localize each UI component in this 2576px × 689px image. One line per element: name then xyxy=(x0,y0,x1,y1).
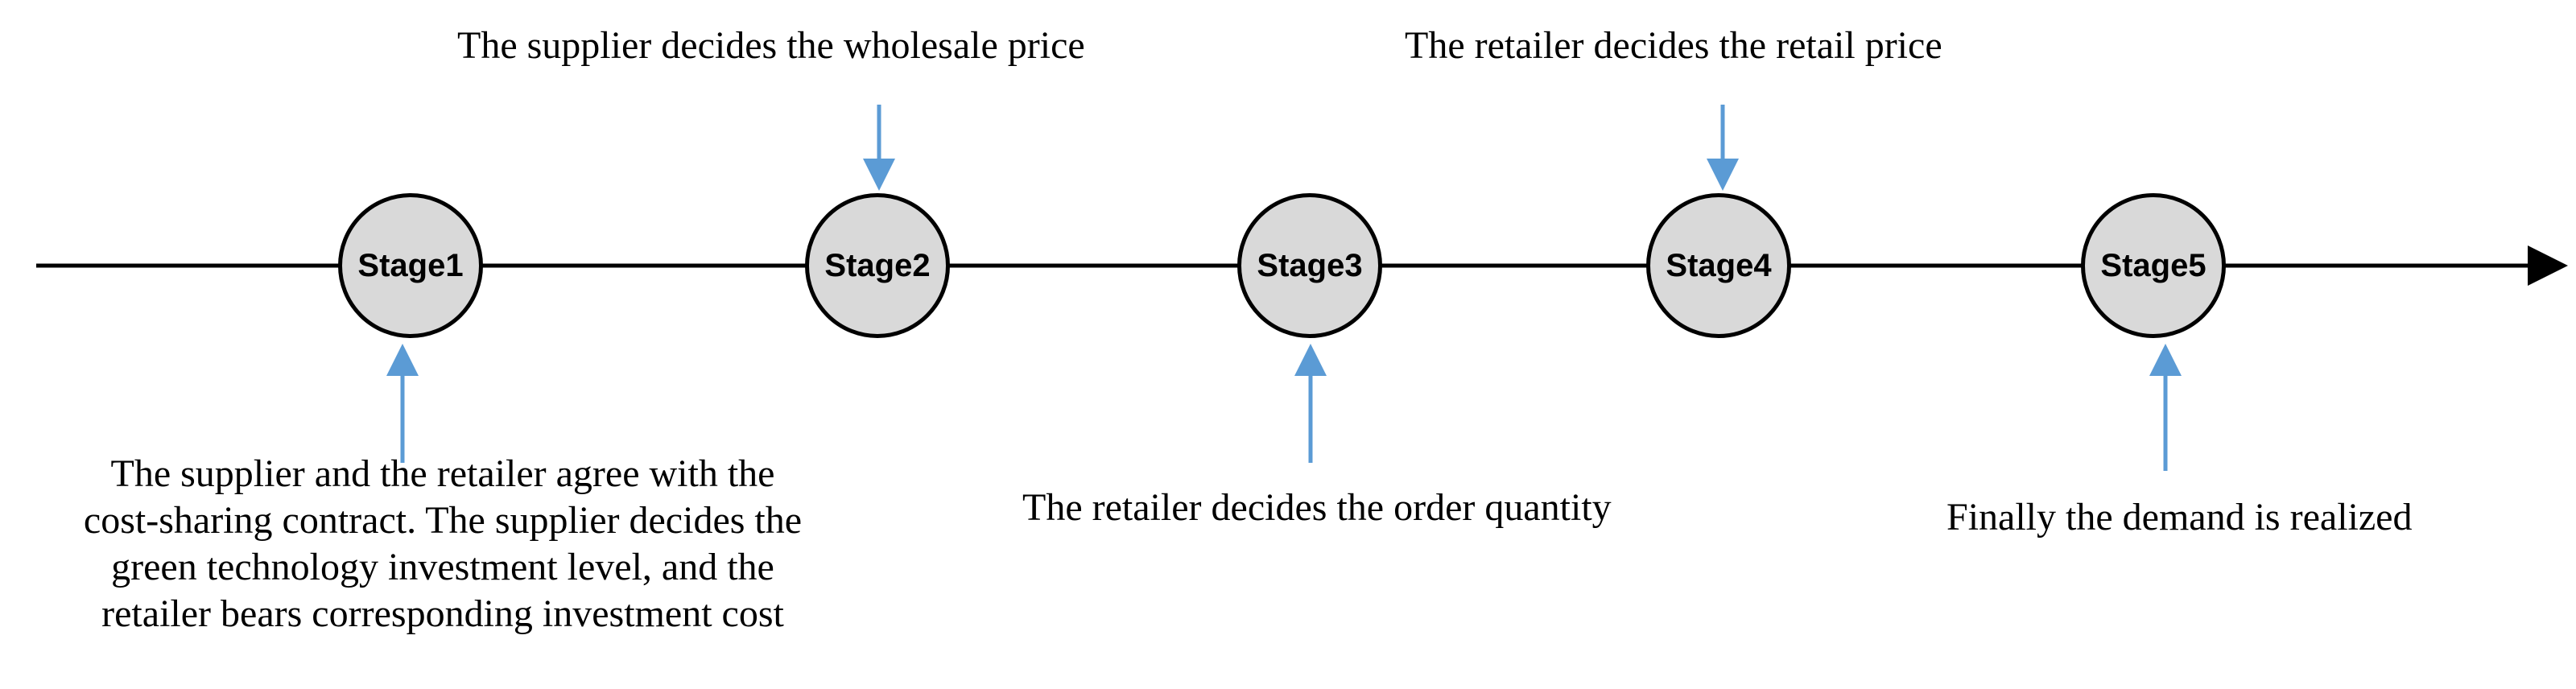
stage1-node: Stage1 xyxy=(338,193,483,338)
stage1-note-line: cost-sharing contract. The supplier deci… xyxy=(83,499,803,542)
stage1-note-line: green technology investment level, and t… xyxy=(111,546,774,588)
stage5-note: Finally the demand is realized xyxy=(1946,496,2413,538)
stage1-note: The supplier and the retailer agree with… xyxy=(8,451,877,637)
stage3-node: Stage3 xyxy=(1237,193,1382,338)
stage2-note: The supplier decides the wholesale price xyxy=(457,24,1085,67)
stage3-note: The retailer decides the order quantity xyxy=(1022,486,1612,529)
stage4-node: Stage4 xyxy=(1646,193,1791,338)
stage5-node: Stage5 xyxy=(2081,193,2226,338)
stage4-note: The retailer decides the retail price xyxy=(1405,24,1942,67)
stage2-node: Stage2 xyxy=(805,193,950,338)
stage1-note-line: retailer bears corresponding investment … xyxy=(101,592,784,635)
stage1-note-line: The supplier and the retailer agree with… xyxy=(110,452,775,495)
